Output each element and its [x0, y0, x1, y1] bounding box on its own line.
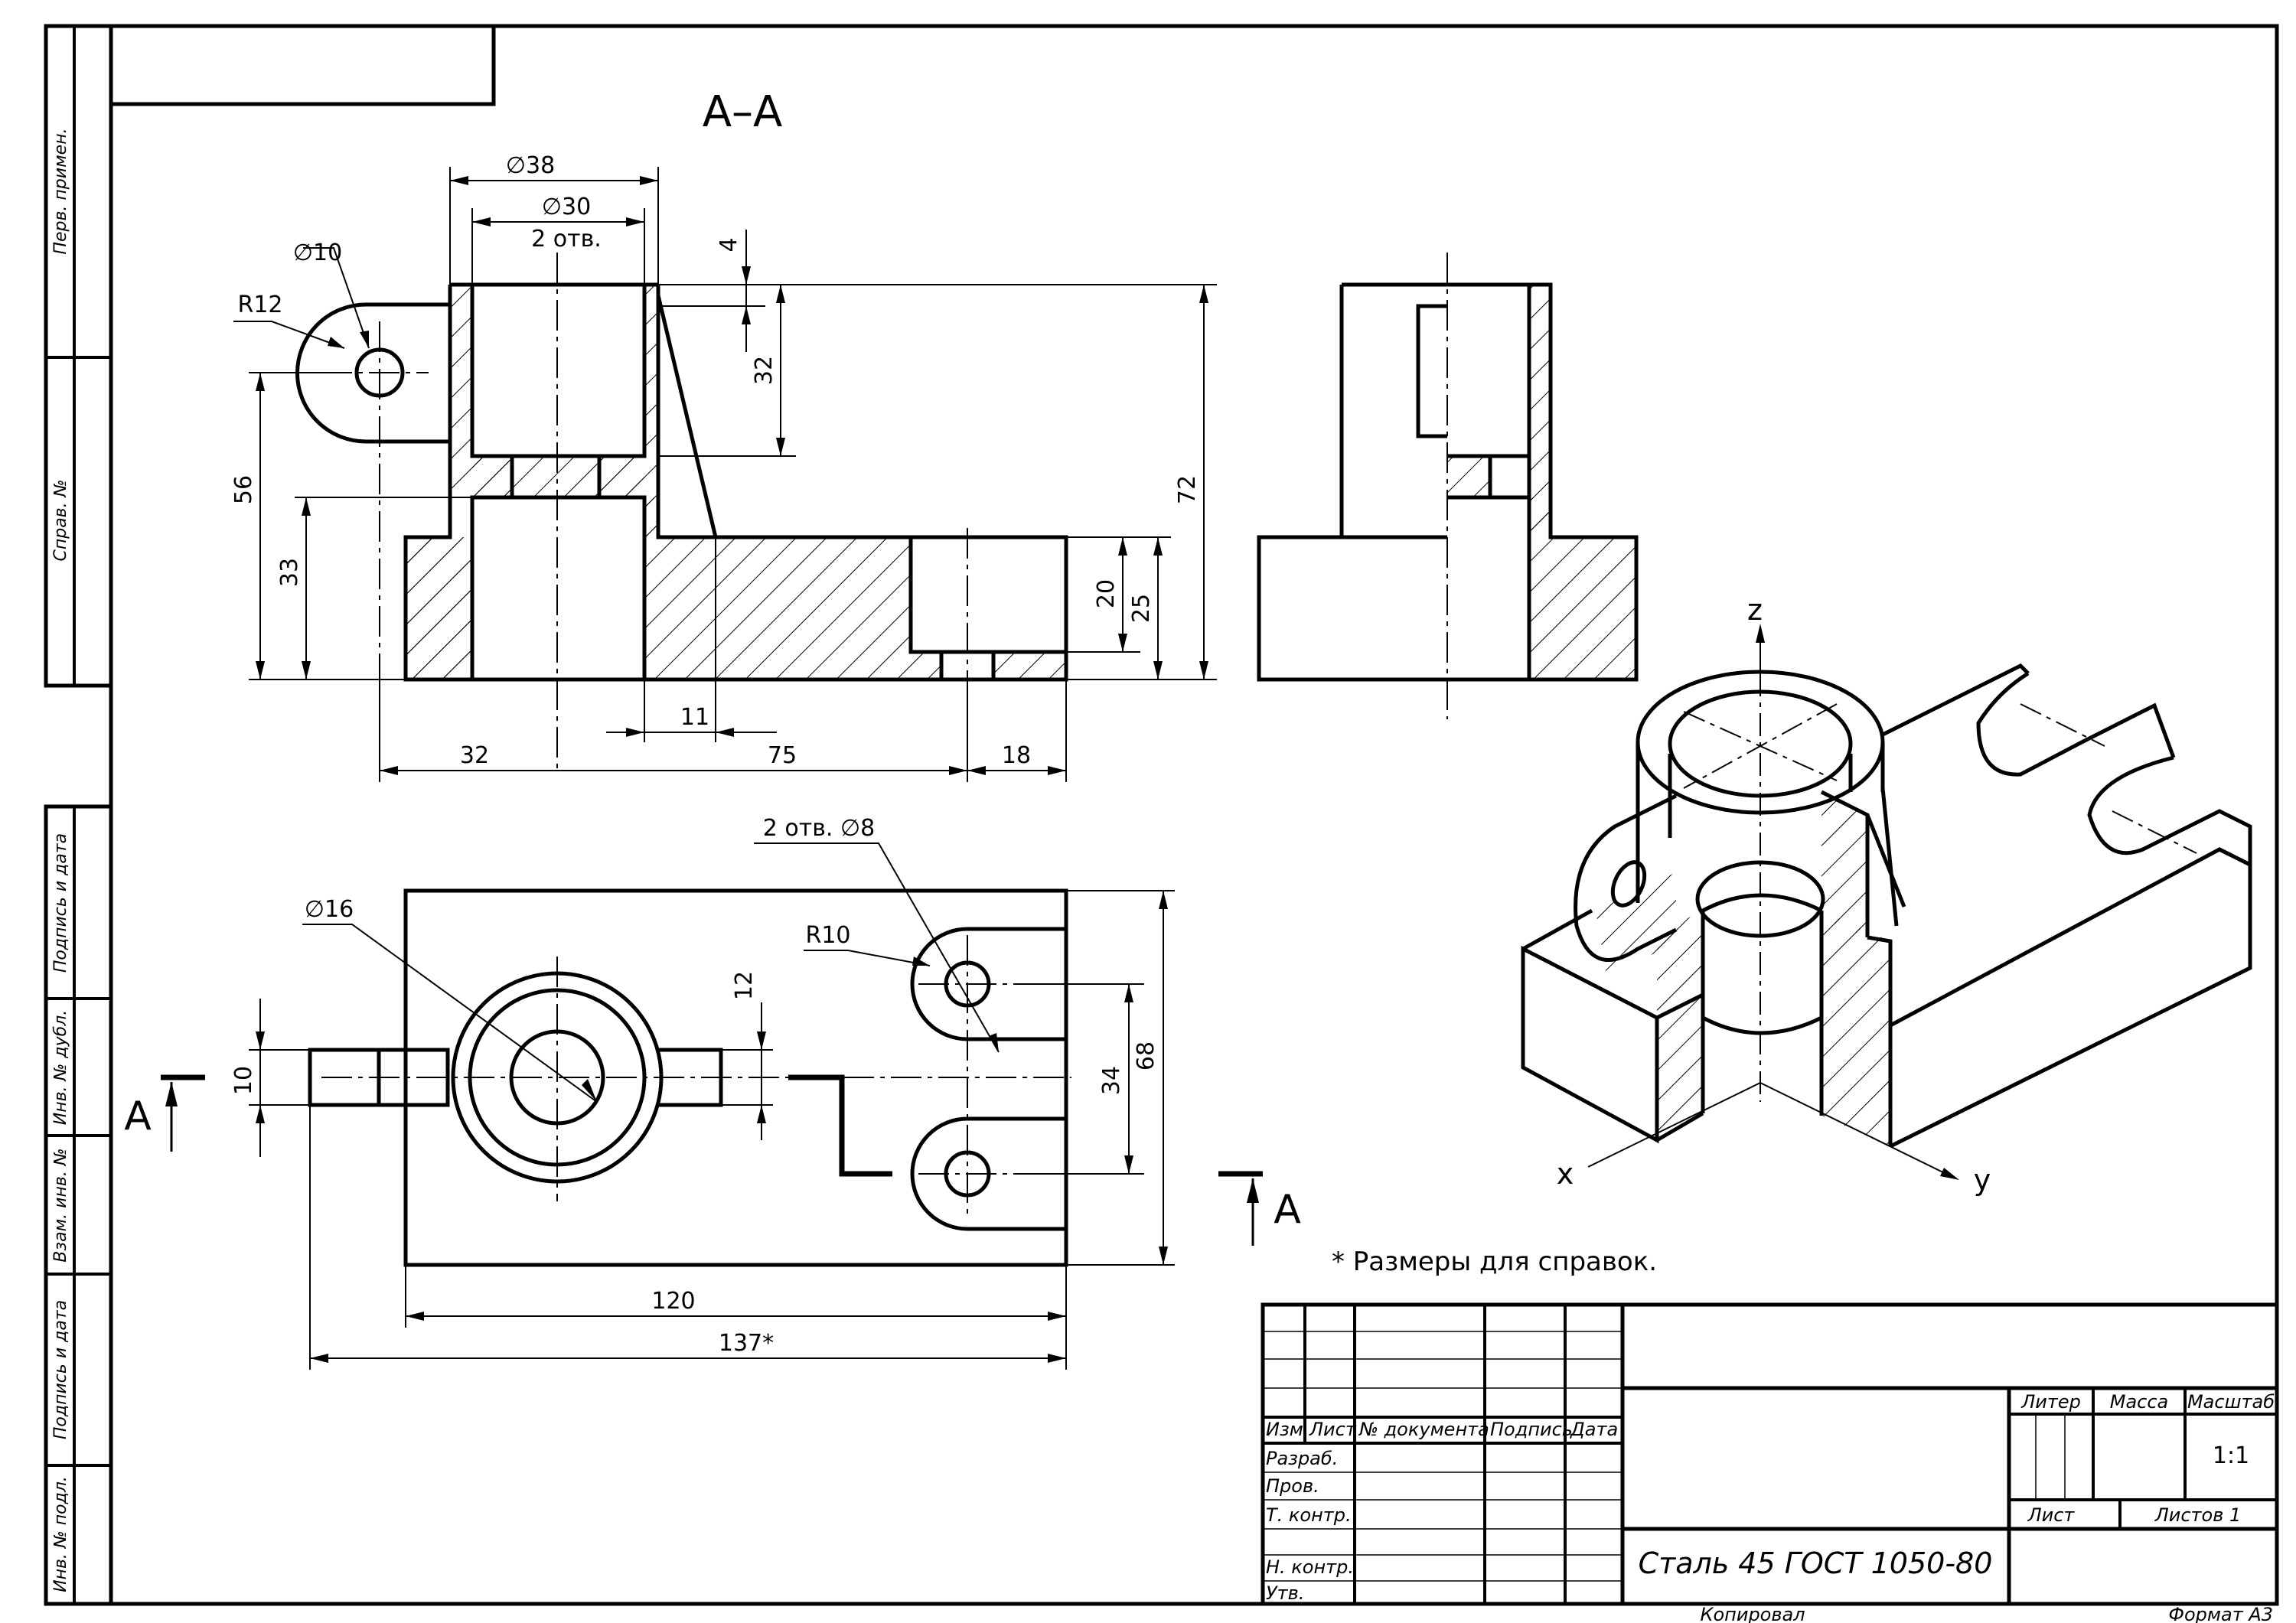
- stamp-vzam-inv: Взам. инв. №: [51, 1148, 70, 1262]
- dim-d10: ∅10: [293, 240, 342, 266]
- stamp-inv-podl: Инв. № подл.: [51, 1476, 70, 1592]
- dim-h137: 137*: [719, 1330, 774, 1357]
- section-marker-left: А: [124, 1074, 205, 1152]
- dim-h18: 18: [1002, 742, 1031, 769]
- sheet-frame: [44, 24, 2279, 1606]
- tb-role-razrab: Разраб.: [1266, 1448, 1338, 1469]
- stamp-podpis-data-2: Подпись и дата: [51, 1300, 70, 1439]
- dim-h75: 75: [768, 742, 797, 769]
- tb-mass: Масса: [2110, 1391, 2169, 1413]
- section-marker-right: А: [1218, 1171, 1301, 1246]
- stamp-podpis-data-1: Подпись и дата: [51, 833, 70, 973]
- tb-role-prov: Пров.: [1266, 1475, 1319, 1497]
- dim-v12: 12: [731, 971, 758, 1000]
- dim-r10: R10: [805, 922, 850, 949]
- section-letter-left: А: [124, 1093, 152, 1139]
- footer-copied: Копировал: [1700, 1604, 1805, 1623]
- tb-header-data: Дата: [1570, 1419, 1618, 1440]
- tb-role-nkontr: Н. контр.: [1266, 1556, 1354, 1578]
- tb-role-tkontr: Т. контр.: [1266, 1504, 1352, 1526]
- stamp-inv-dubl: Инв. № дубл.: [51, 1010, 70, 1126]
- tb-header-list: Лист: [1309, 1419, 1357, 1440]
- dim-v33: 33: [276, 558, 303, 587]
- reference-note: * Размеры для справок.: [1332, 1247, 1657, 1277]
- dim-v20: 20: [1093, 579, 1120, 608]
- section-title: А–А: [703, 87, 783, 137]
- dim-v4: 4: [716, 237, 742, 252]
- tb-sheet: Лист: [2027, 1504, 2076, 1526]
- stamp-perv-primen: Перв. примен.: [51, 128, 70, 254]
- tb-litera: Литер: [2020, 1391, 2081, 1413]
- isometric-view: z x y: [1521, 593, 2252, 1197]
- axis-y-label: y: [1974, 1163, 1991, 1197]
- tb-header-doc: № документа: [1358, 1419, 1489, 1440]
- dim-r12: R12: [237, 292, 282, 318]
- dim-v25: 25: [1128, 594, 1155, 623]
- front-section-view: [295, 253, 1068, 773]
- dimension-lines: [233, 167, 1217, 1370]
- footer-format: Формат А3: [2168, 1604, 2273, 1623]
- dim-holes2: 2 отв.: [531, 226, 602, 253]
- dim-v34: 34: [1098, 1066, 1125, 1095]
- tb-header-izm: Изм: [1266, 1419, 1303, 1440]
- dim-v10: 10: [230, 1066, 257, 1095]
- dim-d38: ∅38: [506, 152, 555, 179]
- dim-holes2d8: 2 отв. ∅8: [763, 815, 875, 842]
- dim-h32: 32: [460, 742, 489, 769]
- tb-sheets: Листов 1: [2154, 1504, 2242, 1526]
- side-stamp: Перв. примен. Справ. № Подпись и дата Ин…: [51, 128, 70, 1592]
- tb-role-utv: Утв.: [1266, 1582, 1304, 1604]
- dim-d30: ∅30: [542, 194, 591, 220]
- stamp-sprav-no: Справ. №: [51, 479, 70, 561]
- side-view: [1257, 253, 1639, 719]
- dim-v68: 68: [1133, 1041, 1159, 1071]
- top-view-centerlines: [321, 935, 1071, 1217]
- title-block: [1261, 1302, 2279, 1606]
- dim-v32: 32: [751, 356, 778, 385]
- title-block-text: Изм Лист № документа Подпись Дата Разраб…: [1266, 1391, 2275, 1604]
- dim-h120: 120: [651, 1288, 695, 1315]
- section-letter-right: А: [1274, 1187, 1301, 1233]
- dim-v56: 56: [230, 475, 257, 504]
- dim-v11: 11: [680, 704, 709, 731]
- dim-d16: ∅16: [305, 896, 354, 923]
- tb-scale: 1:1: [2213, 1442, 2249, 1469]
- dimension-text: ∅38 ∅30 2 отв. ∅10 R12 4 32 56 33 72 20 …: [230, 152, 1201, 1357]
- dimension-arrows: [256, 176, 1208, 1363]
- axis-x-label: x: [1557, 1157, 1574, 1191]
- dim-v72: 72: [1174, 475, 1201, 504]
- tb-scale-label: Масштаб: [2187, 1391, 2275, 1413]
- tb-material: Сталь 45 ГОСТ 1050-80: [1639, 1546, 1993, 1580]
- axis-z-label: z: [1747, 593, 1763, 627]
- tb-header-podpis: Подпись: [1490, 1419, 1573, 1440]
